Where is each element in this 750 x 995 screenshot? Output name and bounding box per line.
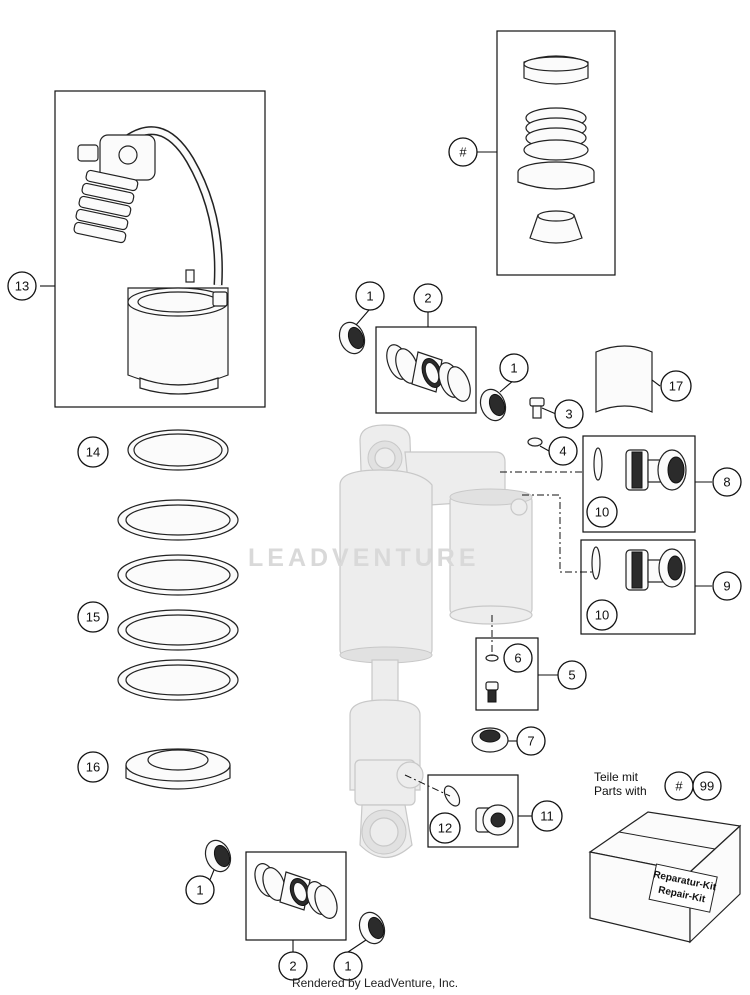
cap-part [471, 727, 509, 753]
watermark: LEADVENTURE [248, 544, 480, 572]
callout-8-label: 8 [723, 475, 730, 490]
assembly-box-8 [582, 435, 696, 533]
assembly-box-2-lower [245, 851, 347, 941]
legend-99-badge: 99 [692, 771, 722, 801]
callout-2-upper-label: 2 [424, 291, 431, 306]
callout-10-lower-label: 10 [595, 608, 609, 623]
callout-2-lower[interactable]: 2 [278, 951, 308, 981]
callout-4[interactable]: 4 [548, 436, 578, 466]
bearing-set-lower-drawing [254, 863, 338, 919]
top-mount-assembly-drawing [517, 55, 595, 244]
legend-hash-badge: # [664, 771, 694, 801]
callout-10-upper-label: 10 [595, 505, 609, 520]
assembly-box-5 [475, 637, 539, 711]
seal-cap-upper-left [338, 321, 366, 355]
reservoir-assembly-drawing [73, 126, 229, 395]
callout-10-upper[interactable]: 10 [586, 496, 618, 528]
seal-cap-lower-left [204, 839, 232, 873]
valve-part [485, 681, 499, 703]
callout-15[interactable]: 15 [77, 601, 109, 633]
callout-9[interactable]: 9 [712, 571, 742, 601]
callout-2-upper[interactable]: 2 [413, 283, 443, 313]
leader-lines [40, 151, 712, 953]
bleed-screw-part [529, 397, 545, 419]
adjuster-8-drawing [593, 447, 687, 491]
callout-1-lower-right-label: 1 [344, 959, 351, 974]
callout-1-upper-left[interactable]: 1 [355, 281, 385, 311]
callout-11[interactable]: 11 [531, 800, 563, 832]
assembly-box-2-upper [375, 326, 477, 414]
seal-cap-lower-right [358, 911, 386, 945]
callout-1-upper-left-label: 1 [366, 289, 373, 304]
callout-17[interactable]: 17 [660, 370, 692, 402]
callout-13[interactable]: 13 [7, 271, 37, 301]
callout-17-label: 17 [669, 379, 683, 394]
dash-lines [404, 471, 595, 797]
adjuster-9-drawing [591, 546, 686, 591]
callout-6-label: 6 [514, 651, 521, 666]
callout-hash[interactable]: # [448, 137, 478, 167]
legend-line-de: Teile mit [594, 770, 639, 784]
assembly-box-hash [496, 30, 616, 276]
callout-14-label: 14 [86, 445, 100, 460]
callout-1-upper-right-label: 1 [510, 361, 517, 376]
callout-5-label: 5 [568, 668, 575, 683]
callout-4-label: 4 [559, 444, 566, 459]
callout-10-lower[interactable]: 10 [586, 599, 618, 631]
callout-14[interactable]: 14 [77, 436, 109, 468]
compression-adjuster-drawing [443, 785, 514, 836]
callout-3-label: 3 [565, 407, 572, 422]
callout-1-upper-right[interactable]: 1 [499, 353, 529, 383]
callout-16-label: 16 [86, 760, 100, 775]
callout-3[interactable]: 3 [554, 399, 584, 429]
callout-13-label: 13 [15, 279, 29, 294]
callout-16[interactable]: 16 [77, 751, 109, 783]
callout-1-lower-left-label: 1 [196, 883, 203, 898]
callout-1-lower-right[interactable]: 1 [333, 951, 363, 981]
callout-hash-label: # [459, 145, 467, 160]
washer-part [527, 437, 543, 447]
assembly-box-13 [54, 90, 266, 408]
seal-cap-upper-right [479, 388, 507, 422]
legend-line-en: Parts with [594, 784, 647, 798]
callout-11-label: 11 [540, 809, 554, 824]
assembly-box-11 [427, 774, 519, 848]
spring-seat [125, 748, 231, 790]
cover-sheet-part [595, 345, 653, 413]
callout-2-lower-label: 2 [289, 959, 296, 974]
callout-15-label: 15 [86, 610, 100, 625]
callout-12[interactable]: 12 [429, 812, 461, 844]
callout-7[interactable]: 7 [516, 726, 546, 756]
callout-9-label: 9 [723, 579, 730, 594]
bearing-set-upper-drawing [386, 344, 471, 402]
shock-absorber-body [339, 424, 533, 858]
callout-7-label: 7 [527, 734, 534, 749]
callout-12-label: 12 [438, 821, 452, 836]
assembly-box-9 [580, 539, 696, 635]
legend-99-label: 99 [700, 779, 714, 794]
render-credit: Rendered by LeadVenture, Inc. [291, 976, 459, 990]
spring-retainer-ring [127, 429, 229, 471]
coil-spring [117, 499, 239, 701]
legend-hash-label: # [675, 779, 683, 794]
callout-1-lower-left[interactable]: 1 [185, 875, 215, 905]
legend-text: Teile mit Parts with [594, 770, 647, 798]
callout-5[interactable]: 5 [557, 660, 587, 690]
callout-6[interactable]: 6 [503, 643, 533, 673]
callout-8[interactable]: 8 [712, 467, 742, 497]
repair-kit-box: Reparatur-Kit Repair-Kit [588, 811, 742, 944]
